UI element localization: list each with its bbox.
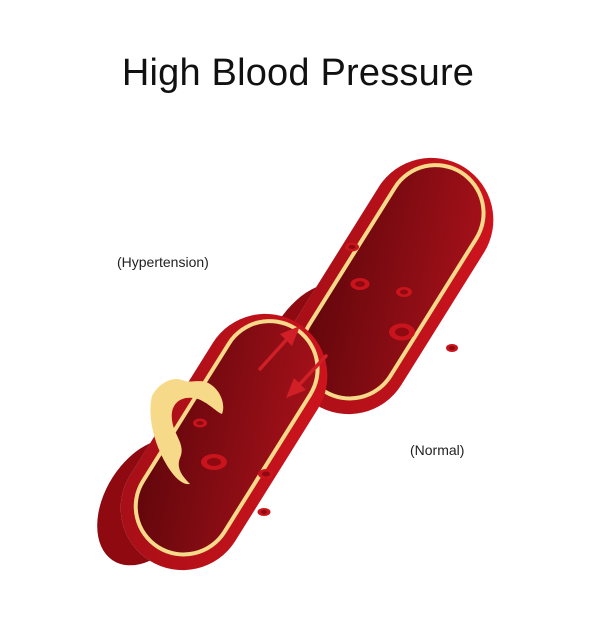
hypertension-label: (Hypertension) xyxy=(117,254,209,270)
diagram-title: High Blood Pressure xyxy=(121,52,475,94)
normal-vessel-lumen xyxy=(303,167,482,397)
hypertension-vessel-opening xyxy=(97,443,151,566)
hypertension-blood-vessel xyxy=(97,313,328,571)
pressure-arrow-up xyxy=(258,326,300,371)
plaque-buildup xyxy=(150,378,224,485)
hypertension-vessel-lumen xyxy=(137,323,316,553)
normal-blood-vessel xyxy=(263,157,494,415)
normal-label: (Normal) xyxy=(410,442,465,458)
pressure-arrow-down xyxy=(286,354,328,398)
